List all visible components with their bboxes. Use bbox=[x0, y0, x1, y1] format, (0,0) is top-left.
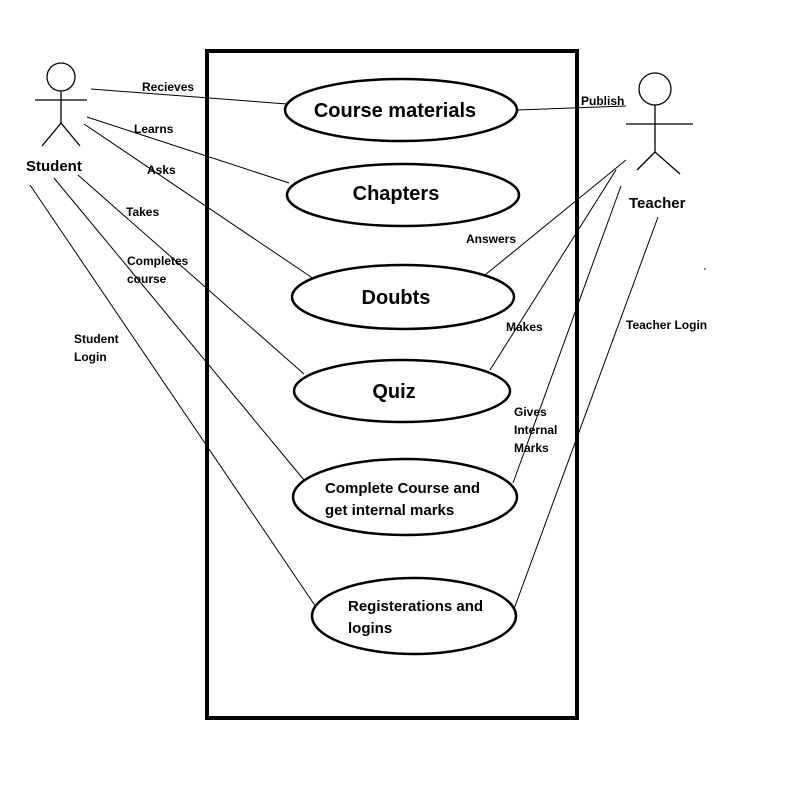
gives-marks-label-line1: Gives bbox=[514, 405, 547, 419]
takes-label: Takes bbox=[126, 205, 159, 219]
use-case-course-materials bbox=[283, 77, 519, 143]
teacher-label: Teacher bbox=[629, 195, 686, 212]
system-boundary bbox=[205, 49, 579, 720]
student-login-label-line2: Login bbox=[74, 350, 107, 364]
teacher-makes-line bbox=[489, 169, 617, 371]
teacher-gives-line bbox=[512, 185, 622, 484]
quiz-label: Quiz bbox=[372, 381, 415, 403]
teacher-actor bbox=[626, 72, 693, 175]
completes-course-label-line2: course bbox=[127, 272, 167, 286]
teacher-login-label: Teacher Login bbox=[626, 318, 707, 332]
publish-label: Publish bbox=[581, 94, 624, 108]
makes-label: Makes bbox=[506, 320, 543, 334]
student-associations bbox=[29, 88, 317, 608]
student-login-label-line1: Student bbox=[74, 332, 119, 346]
stray-dot bbox=[704, 268, 706, 270]
student-login-line bbox=[29, 184, 317, 608]
student-completes-line bbox=[53, 177, 305, 481]
student-right-leg bbox=[60, 122, 81, 147]
doubts-label: Doubts bbox=[362, 287, 431, 309]
teacher-publish-line bbox=[516, 105, 627, 111]
teacher-head bbox=[638, 72, 672, 106]
student-head bbox=[46, 62, 76, 92]
asks-label: Asks bbox=[147, 163, 176, 177]
completes-course-label-line1: Completes bbox=[127, 254, 189, 268]
student-takes-line bbox=[77, 174, 305, 375]
gives-marks-label-line2: Internal bbox=[514, 423, 557, 437]
student-recieves-line bbox=[90, 88, 288, 105]
teacher-login-line bbox=[513, 216, 659, 610]
registrations-label-line1: Registerations and bbox=[348, 598, 483, 615]
teacher-right-leg bbox=[654, 151, 681, 175]
teacher-associations bbox=[484, 105, 659, 610]
student-learns-line bbox=[86, 116, 290, 184]
student-label: Student bbox=[26, 158, 82, 175]
teacher-answers-line bbox=[484, 159, 627, 276]
chapters-label: Chapters bbox=[353, 183, 440, 205]
recieves-label: Recieves bbox=[142, 80, 194, 94]
use-case-registrations bbox=[310, 576, 518, 656]
student-asks-line bbox=[83, 123, 315, 280]
answers-label: Answers bbox=[466, 232, 516, 246]
use-case-doubts bbox=[290, 263, 516, 331]
use-case-chapters bbox=[285, 162, 521, 228]
complete-course-label-line2: get internal marks bbox=[325, 502, 454, 519]
use-case-quiz bbox=[292, 358, 512, 424]
learns-label: Learns bbox=[134, 122, 174, 136]
teacher-left-leg bbox=[636, 151, 656, 171]
use-case-complete-course bbox=[291, 457, 519, 537]
gives-marks-label-line3: Marks bbox=[514, 441, 549, 455]
complete-course-label-line1: Complete Course and bbox=[325, 480, 480, 497]
student-left-leg bbox=[41, 122, 62, 147]
course-materials-label: Course materials bbox=[314, 100, 476, 122]
registrations-label-line2: logins bbox=[348, 620, 392, 637]
student-actor bbox=[35, 62, 87, 147]
